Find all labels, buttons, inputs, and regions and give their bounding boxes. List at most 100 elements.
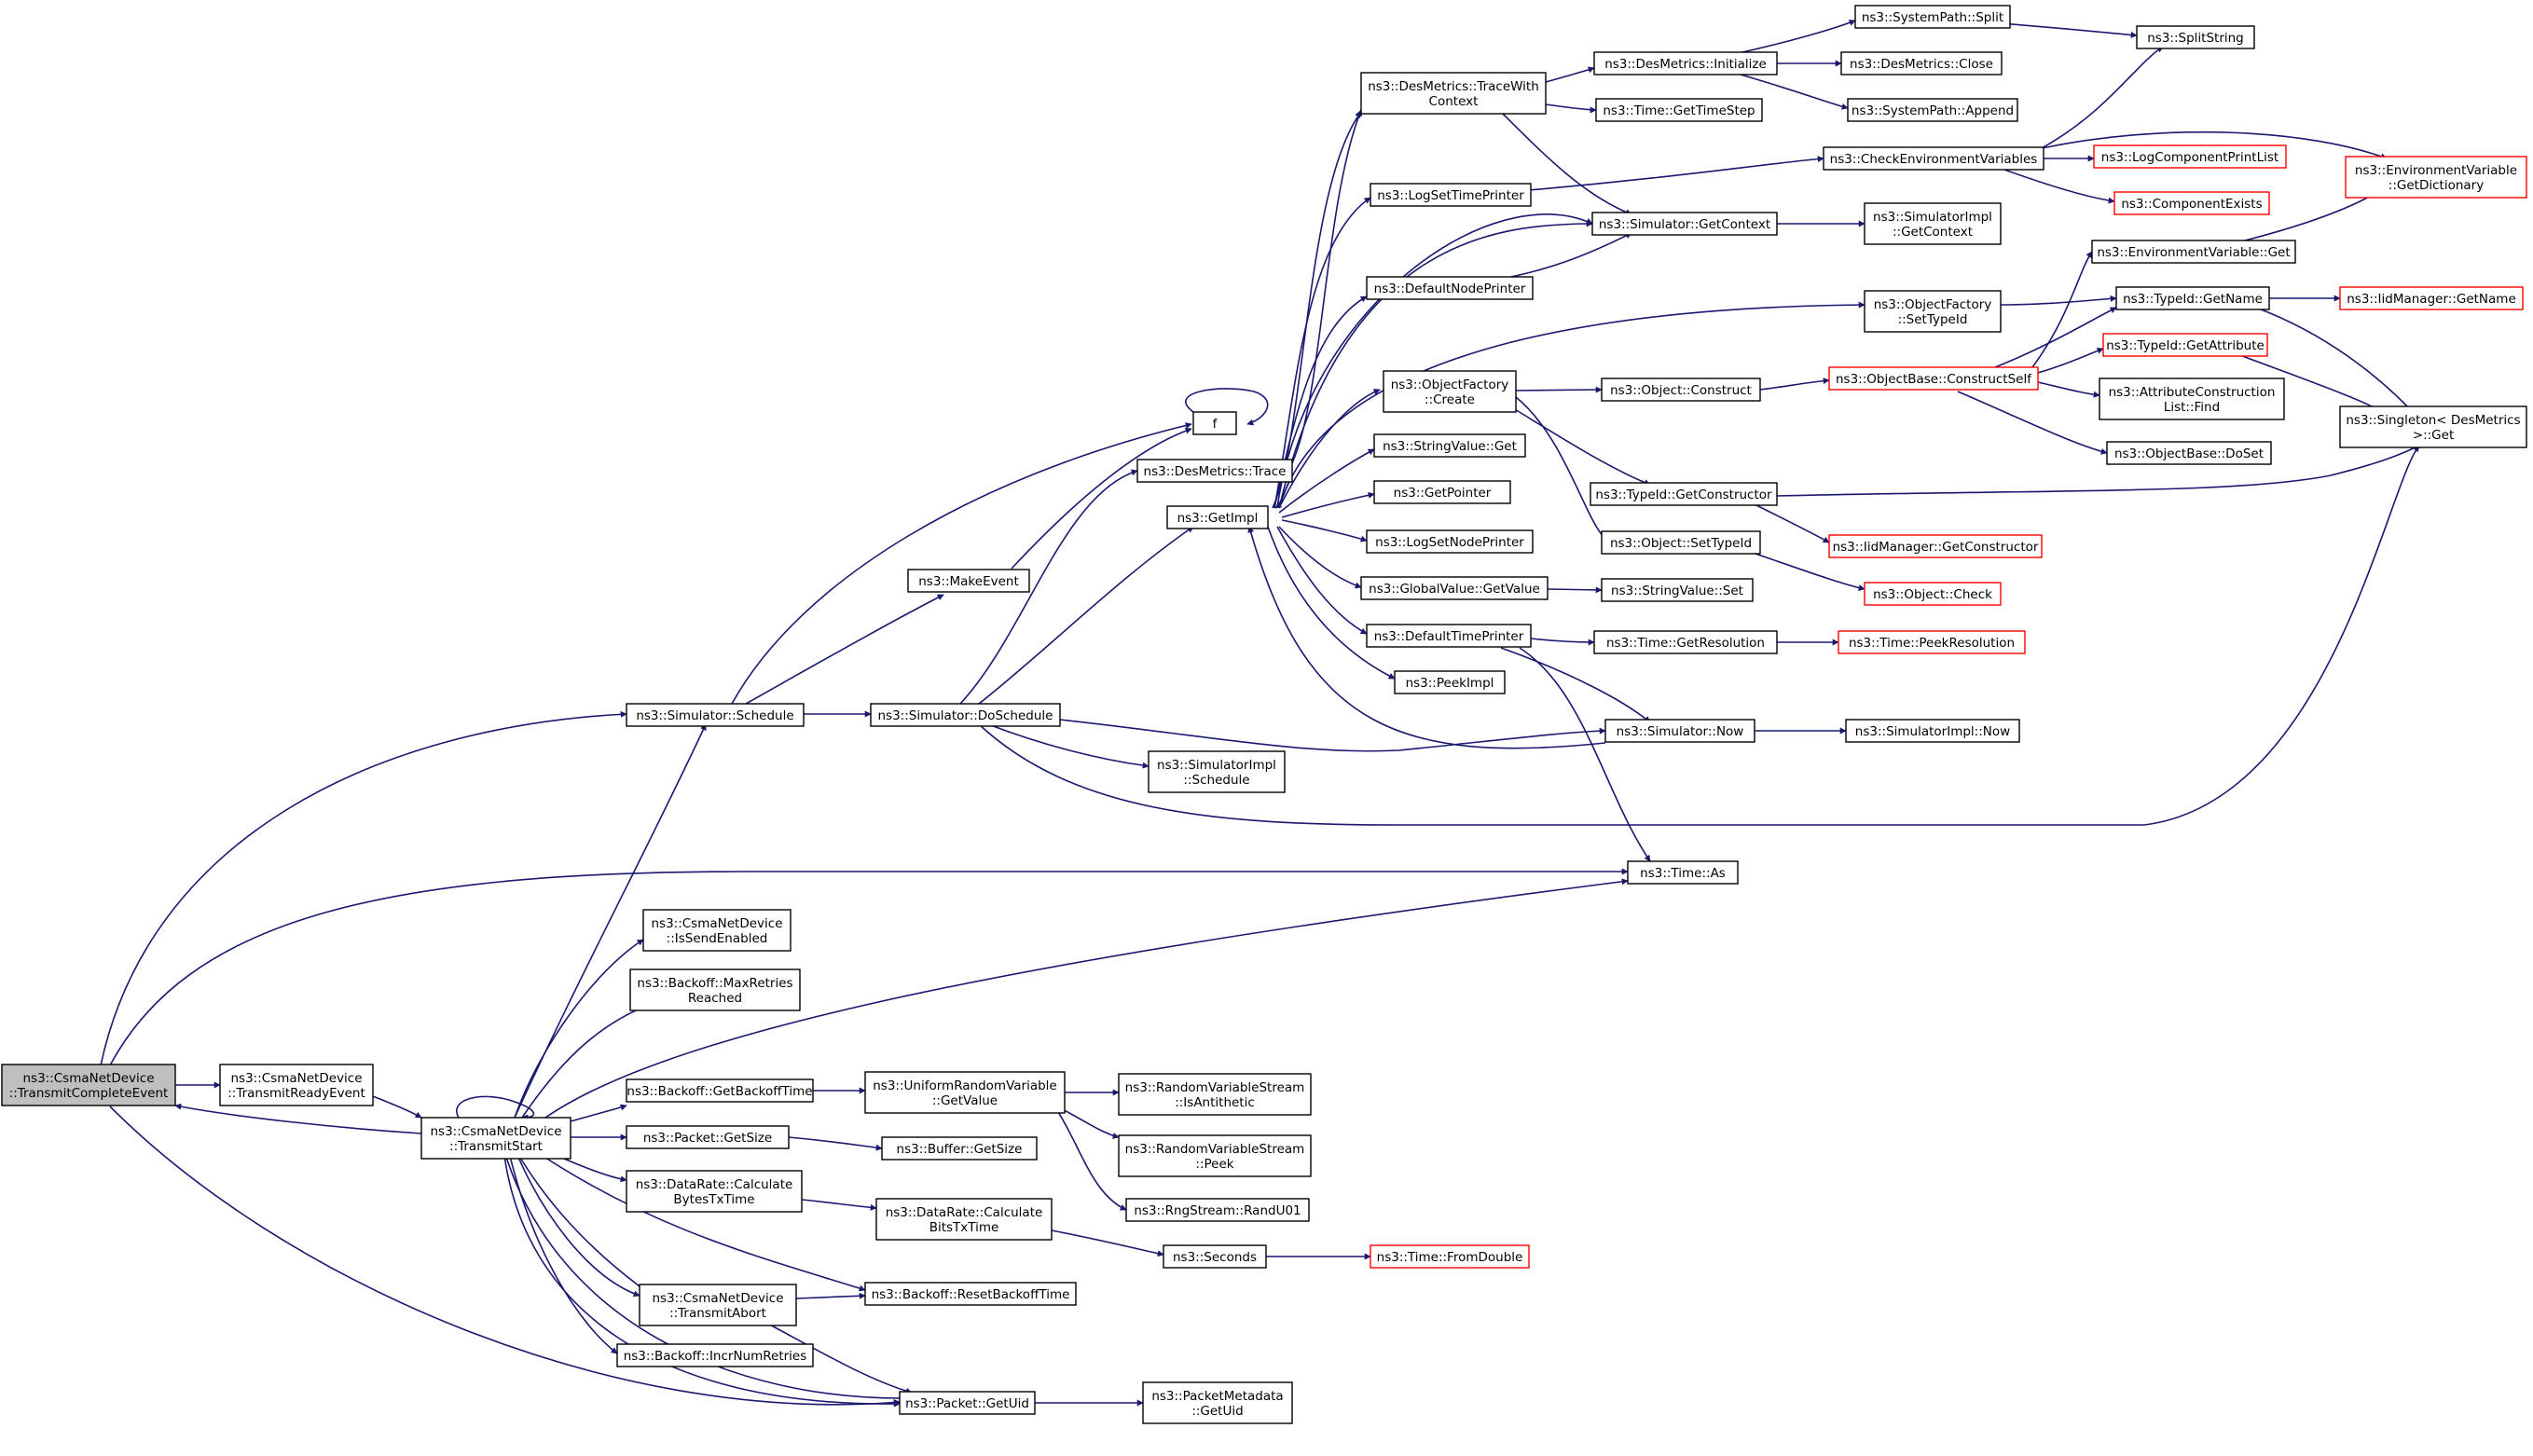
node-label: ns3::Simulator::Schedule [636,708,793,723]
node-environmentvariable-get[interactable]: ns3::EnvironmentVariable::Get [2091,240,2296,264]
node-label: ::SetTypeId [1898,312,1968,327]
node-time-fromdouble[interactable]: ns3::Time::FromDouble [1370,1244,1530,1269]
node-box [1383,370,1517,413]
node-desmetrics-close[interactable]: ns3::DesMetrics::Close [1840,51,2003,76]
node-label: ns3::CsmaNetDevice [430,1124,561,1139]
node-checkenvironmentvariables[interactable]: ns3::CheckEnvironmentVariables [1823,146,2044,171]
edge-getimpl-to-peekimpl [1267,526,1396,680]
node-transmitcompleteevent[interactable]: ns3::CsmaNetDevice::TransmitCompleteEven… [1,1064,176,1106]
node-peekimpl[interactable]: ns3::PeekImpl [1394,670,1506,694]
node-label: ns3::EnvironmentVariable::Get [2097,245,2290,260]
node-box [1601,578,1754,602]
node-transmitreadyevent[interactable]: ns3::CsmaNetDevice::TransmitReadyEvent [219,1064,374,1106]
node-desmetrics-initialize[interactable]: ns3::DesMetrics::Initialize [1593,51,1778,76]
node-box [1593,630,1778,654]
node-label: ns3::LogComponentPrintList [2101,150,2278,165]
node-logsettimeprinter[interactable]: ns3::LogSetTimePrinter [1370,183,1532,207]
node-simulator-getcontext[interactable]: ns3::Simulator::GetContext [1591,212,1778,236]
node-defaultnodeprinter[interactable]: ns3::DefaultNodePrinter [1366,276,1534,300]
edge-transmitcompleteevent-to-timeas [109,868,1629,1066]
edge-objsettypeid-to-objcheck [1752,552,1865,591]
node-simulatorimpl-schedule[interactable]: ns3::SimulatorImpl::Schedule [1148,750,1286,793]
node-transmitstart[interactable]: ns3::CsmaNetDevice::TransmitStart [420,1117,571,1160]
node-logsetnodeprinter[interactable]: ns3::LogSetNodePrinter [1366,529,1534,554]
node-systempath-append[interactable]: ns3::SystemPath::Append [1847,98,2018,122]
edge-getimpl-to-factorycreate [1278,389,1381,509]
node-packet-getuid[interactable]: ns3::Packet::GetUid [899,1391,1036,1415]
node-packet-getsize[interactable]: ns3::Packet::GetSize [626,1125,790,1149]
node-box [1166,505,1269,529]
node-simulator-schedule[interactable]: ns3::Simulator::Schedule [626,703,805,727]
node-object-check[interactable]: ns3::Object::Check [1864,582,2002,606]
edge-getsize-to-buffergetsize [788,1136,883,1151]
node-objectfactory-create[interactable]: ns3::ObjectFactory::Create [1383,370,1517,413]
node-desmetrics-trace[interactable]: ns3::DesMetrics::Trace [1136,459,1293,483]
node-systempath-split[interactable]: ns3::SystemPath::Split [1854,5,2011,29]
node-csmanetdevice-issendenabled[interactable]: ns3::CsmaNetDevice::IsSendEnabled [642,909,792,952]
node-singleton-desmetrics-get[interactable]: ns3::Singleton< DesMetrics>::Get [2339,405,2527,448]
node-backoff-incrnumretries[interactable]: ns3::Backoff::IncrNumRetries [616,1343,814,1367]
node-time-peekresolution[interactable]: ns3::Time::PeekResolution [1838,630,2026,654]
edge-transmitabort-to-resetbackoff [795,1292,866,1299]
edge-makeevent-to-f [1011,427,1192,570]
node-splitstring[interactable]: ns3::SplitString [2136,25,2255,49]
edge-defaulttimeprinter-to-now [1500,647,1651,723]
edge-getimpl-to-stringvalueget [1278,448,1375,514]
node-globalvalue-getvalue[interactable]: ns3::GlobalValue::GetValue [1360,576,1549,600]
node-csmanetdevice-transmitabort[interactable]: ns3::CsmaNetDevice::TransmitAbort [639,1284,797,1326]
node-makeevent[interactable]: ns3::MakeEvent [907,569,1030,593]
node-simulator-doschedule[interactable]: ns3::Simulator::DoSchedule [870,703,1061,727]
node-randomvariablestream-isantithetic[interactable]: ns3::RandomVariableStream::IsAntithetic [1118,1073,1312,1116]
node-label: ns3::DesMetrics::Close [1850,57,1993,72]
node-time-gettimestep[interactable]: ns3::Time::GetTimeStep [1595,98,1763,122]
node-defaulttimeprinter[interactable]: ns3::DefaultTimePrinter [1366,624,1532,648]
node-seconds[interactable]: ns3::Seconds [1163,1244,1267,1269]
node-buffer-getsize[interactable]: ns3::Buffer::GetSize [881,1136,1038,1161]
node-componentexists[interactable]: ns3::ComponentExists [2113,191,2270,215]
node-packetmetadata-getuid[interactable]: ns3::PacketMetadata::GetUid [1142,1381,1293,1424]
node-stringvalue-get[interactable]: ns3::StringValue::Get [1373,433,1526,458]
node-backoff-getbackofftime[interactable]: ns3::Backoff::GetBackoffTime [626,1078,814,1103]
node-uniformrandomvariable-getvalue[interactable]: ns3::UniformRandomVariable::GetValue [864,1071,1066,1114]
node-logcomponentprintlist[interactable]: ns3::LogComponentPrintList [2093,144,2287,169]
node-objectbase-constructself[interactable]: ns3::ObjectBase::ConstructSelf [1828,366,2039,391]
node-simulatorimpl-getcontext[interactable]: ns3::SimulatorImpl::GetContext [1864,202,2002,245]
edge-getuid-to-transmitstart [502,1147,901,1399]
node-time-as[interactable]: ns3::Time::As [1627,860,1739,885]
node-iidmanager-getname[interactable]: ns3::IidManager::GetName [2339,286,2524,310]
node-label: Reached [688,991,742,1006]
node-rngstream-randu01[interactable]: ns3::RngStream::RandU01 [1125,1198,1310,1222]
node-time-getresolution[interactable]: ns3::Time::GetResolution [1593,630,1778,654]
node-backoff-resetbackofftime[interactable]: ns3::Backoff::ResetBackoffTime [864,1282,1077,1306]
edge-doschedule-to-destrace [959,469,1138,705]
node-getimpl[interactable]: ns3::GetImpl [1166,505,1269,529]
node-f[interactable]: f [1192,411,1237,435]
edge-factorycreate-to-gettypeconstructor [1500,400,1651,486]
node-object-construct[interactable]: ns3::Object::Construct [1601,378,1761,402]
edge-getimpl-to-tracewithcontext [1272,111,1362,509]
node-simulatorimpl-now[interactable]: ns3::SimulatorImpl::Now [1845,719,2020,743]
node-getpointer[interactable]: ns3::GetPointer [1373,480,1511,504]
node-objectfactory-settypeid[interactable]: ns3::ObjectFactory::SetTypeId [1864,290,2002,333]
node-randomvariablestream-peek[interactable]: ns3::RandomVariableStream::Peek [1118,1134,1312,1177]
edge-transmitstart-to-getbackofftime [570,1104,627,1122]
edge-doschedule-to-singleton [978,445,2420,826]
node-typeid-getconstructor[interactable]: ns3::TypeId::GetConstructor [1590,482,1778,506]
node-object-settypeid[interactable]: ns3::Object::SetTypeId [1601,530,1761,555]
node-box [1828,534,2043,558]
node-objectbase-doset[interactable]: ns3::ObjectBase::DoSet [2106,441,2272,465]
edge-doschedule-to-simimplschedule [987,723,1149,769]
node-simulator-now[interactable]: ns3::Simulator::Now [1604,719,1755,743]
node-typeid-getattribute[interactable]: ns3::TypeId::GetAttribute [2102,333,2268,357]
node-box [2136,25,2255,49]
node-typeid-getname[interactable]: ns3::TypeId::GetName [2115,286,2270,310]
node-stringvalue-set[interactable]: ns3::StringValue::Set [1601,578,1754,602]
edge-defaultnodeprinter-to-getcontext [1496,232,1632,281]
node-environmentvariable-getdictionary[interactable]: ns3::EnvironmentVariable::GetDictionary [2345,156,2527,199]
node-iidmanager-getconstructor[interactable]: ns3::IidManager::GetConstructor [1828,534,2043,558]
